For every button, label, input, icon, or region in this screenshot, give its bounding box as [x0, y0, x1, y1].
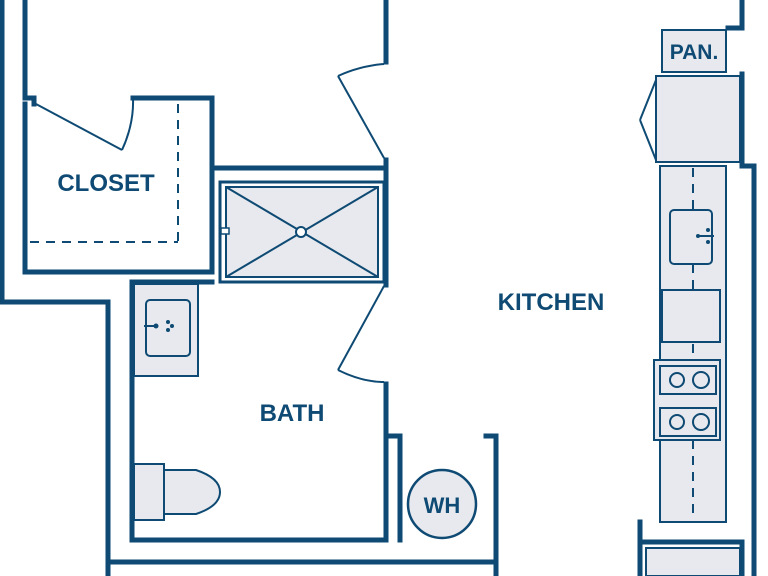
closet-door-leaf — [35, 103, 123, 151]
shower-drain-icon — [295, 226, 307, 238]
bath-room: BATH — [133, 283, 325, 521]
pantry-door-leaf-2 — [639, 119, 657, 161]
water-heater-label: WH — [424, 493, 461, 518]
bedroom-door-leaf — [337, 75, 385, 159]
burner-icon — [669, 414, 685, 430]
dishwasher — [661, 289, 721, 343]
burner-pair-bottom — [659, 407, 717, 437]
closet-room: CLOSET — [30, 104, 179, 243]
burner-icon — [692, 371, 710, 389]
doors — [35, 63, 657, 383]
refrigerator — [655, 75, 741, 163]
pantry-label: PAN. — [670, 41, 719, 64]
burner-icon — [692, 413, 710, 431]
toilet-icon — [163, 469, 222, 515]
toilet-tank — [133, 463, 165, 521]
closet-door-swing — [121, 97, 135, 151]
burner-pair-top — [659, 365, 717, 395]
water-heater-closet: WH — [406, 468, 478, 540]
burner-icon — [669, 372, 685, 388]
bedroom-door-swing — [337, 63, 385, 77]
kitchen-label: KITCHEN — [498, 289, 605, 316]
shower — [218, 180, 386, 284]
bath-door-leaf — [337, 285, 385, 371]
bath-label: BATH — [260, 400, 325, 427]
bath-door-swing — [337, 369, 385, 383]
water-heater-icon — [406, 468, 478, 540]
closet-label: CLOSET — [57, 170, 155, 197]
bottom-right-fixture — [645, 547, 741, 576]
kitchen-room: KITCHEN PAN. — [498, 29, 741, 576]
pantry-box — [661, 29, 727, 73]
pantry-door-leaf — [639, 79, 657, 121]
